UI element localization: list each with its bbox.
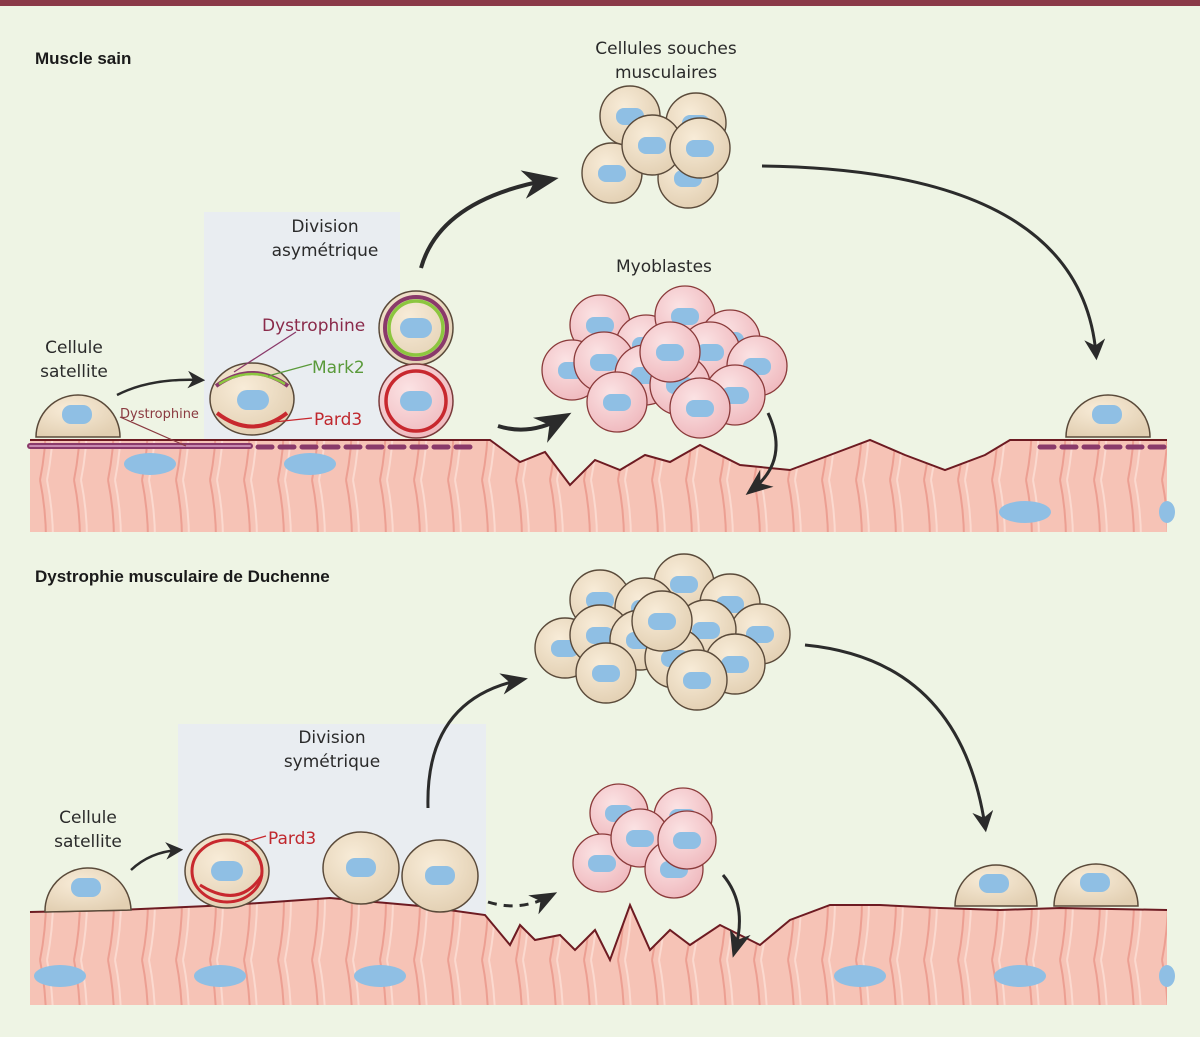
division-label-line2: asymétrique (271, 241, 379, 261)
myoblast-cluster-healthy (541, 285, 788, 439)
muscle-fiber-healthy (27, 438, 1175, 532)
division-label-duchenne-line2: symétrique (283, 752, 381, 772)
satellite-label-line2: satellite (40, 362, 108, 382)
panel-title-duchenne: Dystrophie musculaire de Duchenne (35, 567, 330, 586)
satellite-cell-healthy (35, 394, 121, 438)
satellite-label-healthy: Cellule satellite (24, 336, 124, 384)
muscle-fiber-duchenne (29, 896, 1175, 1005)
satellite-cell-restored (1065, 394, 1151, 438)
daughter-cell-committed (378, 363, 454, 439)
stem-cells-label-line2: musculaires (614, 63, 718, 83)
dividing-cell-symmetric (184, 833, 270, 909)
stem-cells-label-line1: Cellules souches (595, 39, 737, 59)
daughter-cell-left-duchenne (322, 831, 400, 905)
pard3-label-duchenne: Pard3 (268, 829, 317, 849)
arrow-to-stem-cells-duchenne (426, 673, 528, 809)
daughter-cell-right-duchenne (401, 839, 479, 913)
stem-cell-cluster-healthy (581, 85, 731, 209)
arrow-stem-to-niche (761, 164, 1106, 361)
arrow-to-myoblasts (497, 412, 572, 443)
satellite-cell-duchenne (44, 867, 132, 913)
arrow-myoblasts-to-fiber-duchenne (721, 874, 751, 958)
satellite-label-line1: Cellule (45, 338, 103, 358)
myoblasts-label: Myoblastes (616, 257, 712, 277)
arrow-to-division (116, 370, 206, 397)
satellite-label-duchenne-line1: Cellule (59, 808, 117, 828)
satellite-cells-restored-duchenne (954, 863, 1139, 907)
division-label-healthy: Division asymétrique (255, 215, 395, 263)
panel-title-healthy: Muscle sain (35, 49, 132, 68)
dividing-cell-asymmetric (209, 362, 295, 436)
mark2-label: Mark2 (312, 358, 365, 378)
satellite-label-duchenne: Cellule satellite (38, 806, 138, 854)
dystrophin-label: Dystrophine (262, 316, 366, 336)
stem-cell-cluster-duchenne (534, 553, 791, 711)
division-label-line1: Division (291, 217, 359, 237)
stem-cells-label: Cellules souches musculaires (566, 37, 766, 85)
satellite-label-duchenne-line2: satellite (54, 832, 122, 852)
arrow-to-division-duchenne (130, 842, 184, 871)
dashed-arrow-to-myoblasts (487, 892, 558, 915)
division-label-duchenne-line1: Division (298, 728, 366, 748)
myoblast-cluster-duchenne (572, 783, 717, 899)
arrow-myoblasts-to-fiber (745, 412, 778, 496)
dystrophin-membrane-label: Dystrophine (120, 407, 199, 422)
pard3-label-healthy: Pard3 (314, 410, 363, 430)
daughter-cell-stem (378, 290, 454, 366)
arrow-to-stem-cells (419, 170, 559, 269)
division-label-duchenne: Division symétrique (262, 726, 402, 774)
arrow-stem-to-niche-duchenne (804, 643, 994, 833)
top-rule (0, 0, 1200, 6)
